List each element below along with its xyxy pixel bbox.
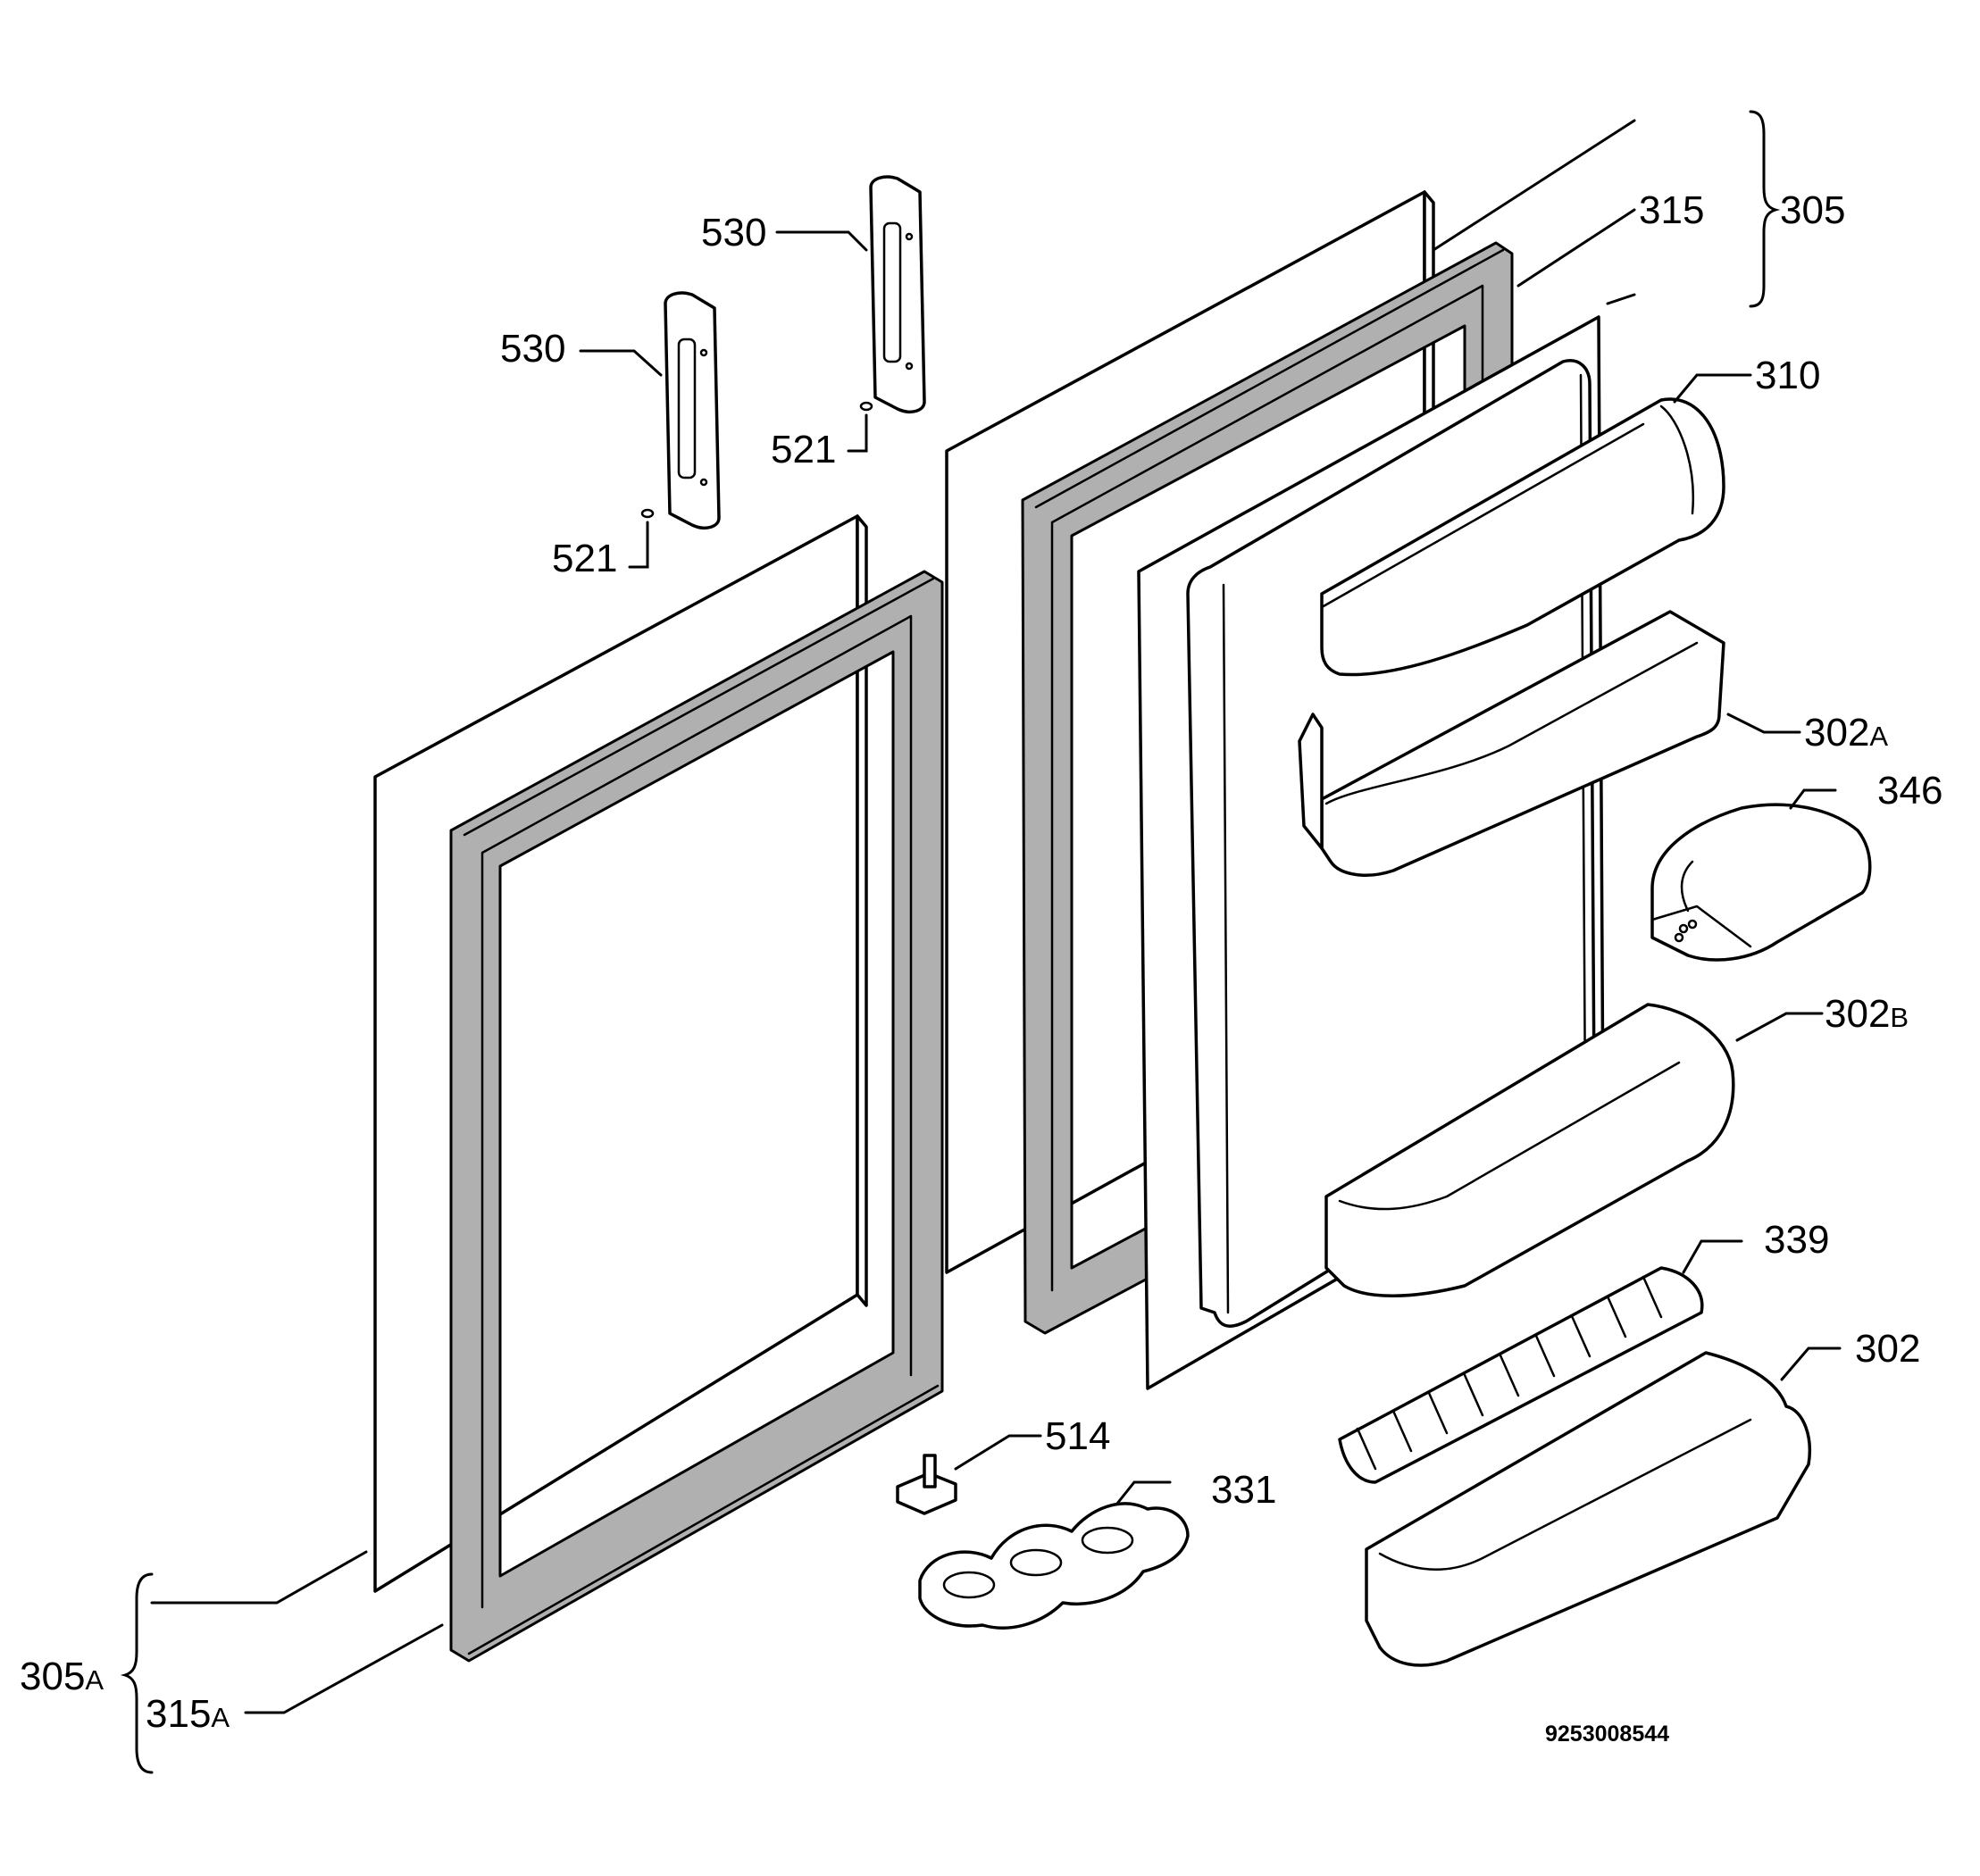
label-521-left: 521 — [552, 537, 617, 580]
label-530-left: 530 — [500, 327, 565, 371]
brace-305a — [120, 1572, 154, 1774]
door-shelf-302b — [1324, 1003, 1735, 1297]
leader-lines — [150, 119, 1842, 1714]
label-339: 339 — [1764, 1218, 1829, 1262]
label-305: 305 — [1780, 188, 1845, 232]
handle-530-left — [664, 291, 721, 529]
egg-tray-331 — [918, 1502, 1190, 1630]
shelf-lid-310 — [1320, 397, 1725, 677]
screw-cap-521-left — [640, 508, 655, 519]
screw-cap-521-right — [859, 401, 873, 412]
label-514: 514 — [1045, 1414, 1110, 1458]
label-302: 302 — [1855, 1327, 1920, 1371]
label-302a: 302A — [1804, 711, 1888, 755]
label-315: 315 — [1639, 188, 1704, 232]
label-331: 331 — [1211, 1468, 1276, 1512]
label-305a: 305A — [20, 1655, 104, 1698]
label-302b: 302B — [1825, 992, 1909, 1036]
hinge-pin-514 — [896, 1454, 957, 1515]
label-310: 310 — [1755, 354, 1820, 397]
door-shelf-302 — [1365, 1351, 1811, 1667]
door-shelf-302a — [1298, 610, 1725, 877]
bottle-rack-339 — [1338, 1266, 1704, 1484]
door-gasket-315a — [449, 570, 944, 1663]
label-521-right: 521 — [771, 428, 836, 471]
drawing-code: 9253008544 — [1545, 1722, 1669, 1747]
label-530-right: 530 — [701, 211, 766, 254]
label-346: 346 — [1877, 769, 1942, 813]
butter-box-346 — [1650, 803, 1872, 962]
brace-305 — [1749, 110, 1781, 308]
handle-530-right — [869, 175, 926, 413]
label-315a: 315A — [146, 1692, 230, 1736]
